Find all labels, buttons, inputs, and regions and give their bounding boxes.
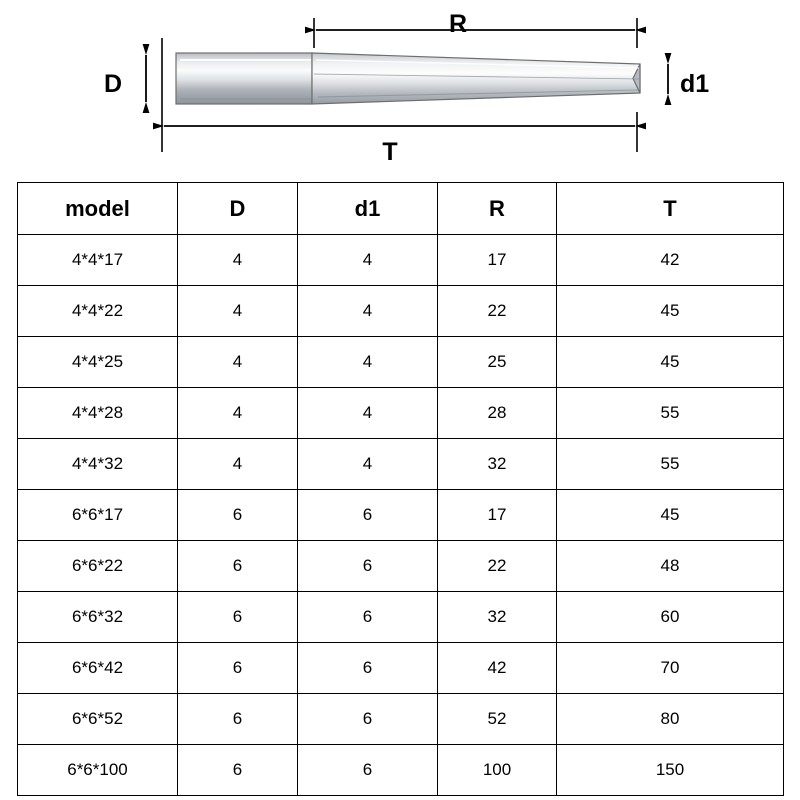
tool-drawing: R T D d1 (0, 0, 800, 178)
table-row: 4*4*32 4 4 32 55 (17, 438, 784, 490)
cell-r: 17 (437, 234, 557, 286)
table-row: 4*4*25 4 4 25 45 (17, 336, 784, 388)
cell-t: 80 (556, 693, 784, 745)
cell-r: 25 (437, 336, 557, 388)
cell-d: 6 (177, 642, 298, 694)
column-header-r: R (437, 182, 557, 235)
cell-d1: 6 (297, 591, 438, 643)
table-row: 4*4*22 4 4 22 45 (17, 285, 784, 337)
table-row: 6*6*17 6 6 17 45 (17, 489, 784, 541)
cell-d: 4 (177, 285, 298, 337)
cell-t: 45 (556, 489, 784, 541)
cell-r: 22 (437, 540, 557, 592)
spec-table-container: model D d1 R T 4*4*17 4 4 17 42 4*4*22 4… (17, 182, 784, 796)
cell-d: 6 (177, 744, 298, 796)
cell-d1: 6 (297, 540, 438, 592)
cell-model: 4*4*25 (17, 336, 178, 388)
cell-d: 4 (177, 438, 298, 490)
cell-t: 55 (556, 438, 784, 490)
cell-t: 45 (556, 285, 784, 337)
cell-d1: 6 (297, 744, 438, 796)
dimension-label-d1: d1 (680, 70, 710, 98)
column-header-d: D (177, 182, 298, 235)
cell-d: 4 (177, 234, 298, 286)
cell-model: 6*6*17 (17, 489, 178, 541)
table-row: 6*6*22 6 6 22 48 (17, 540, 784, 592)
tool-drawing-svg (142, 18, 672, 152)
cell-model: 4*4*28 (17, 387, 178, 439)
column-header-model: model (17, 182, 178, 235)
flute-highlight-bottom (317, 89, 639, 98)
table-row: 4*4*28 4 4 28 55 (17, 387, 784, 439)
cell-d: 6 (177, 489, 298, 541)
cell-d1: 6 (297, 642, 438, 694)
column-header-t: T (556, 182, 784, 235)
tool-shank (175, 52, 313, 105)
cell-d1: 6 (297, 693, 438, 745)
cell-d: 6 (177, 591, 298, 643)
cell-r: 17 (437, 489, 557, 541)
tool-tip (632, 63, 641, 94)
cell-d: 4 (177, 387, 298, 439)
cell-d1: 4 (297, 438, 438, 490)
cell-d: 4 (177, 336, 298, 388)
cell-r: 28 (437, 387, 557, 439)
table-row: 6*6*52 6 6 52 80 (17, 693, 784, 745)
spec-table: model D d1 R T 4*4*17 4 4 17 42 4*4*22 4… (17, 182, 784, 796)
cell-d1: 4 (297, 285, 438, 337)
cell-model: 6*6*100 (17, 744, 178, 796)
cell-d: 6 (177, 540, 298, 592)
flute-centerline (313, 73, 640, 80)
table-row: 6*6*100 6 6 100 150 (17, 744, 784, 796)
flute-highlight-top (315, 59, 640, 69)
cell-r: 32 (437, 438, 557, 490)
cell-d1: 6 (297, 489, 438, 541)
cell-t: 55 (556, 387, 784, 439)
cell-r: 100 (437, 744, 557, 796)
table-row: 4*4*17 4 4 17 42 (17, 234, 784, 286)
cell-model: 4*4*22 (17, 285, 178, 337)
cell-r: 22 (437, 285, 557, 337)
cell-d1: 4 (297, 234, 438, 286)
dimension-label-T: T (382, 138, 398, 166)
cell-t: 150 (556, 744, 784, 796)
cell-model: 4*4*32 (17, 438, 178, 490)
cell-model: 4*4*17 (17, 234, 178, 286)
cell-d1: 4 (297, 336, 438, 388)
cell-d1: 4 (297, 387, 438, 439)
cell-t: 60 (556, 591, 784, 643)
cell-t: 70 (556, 642, 784, 694)
column-header-d1: d1 (297, 182, 438, 235)
cell-model: 6*6*42 (17, 642, 178, 694)
cell-t: 48 (556, 540, 784, 592)
cell-t: 42 (556, 234, 784, 286)
table-row: 6*6*42 6 6 42 70 (17, 642, 784, 694)
cell-r: 52 (437, 693, 557, 745)
cell-d: 6 (177, 693, 298, 745)
cell-model: 6*6*32 (17, 591, 178, 643)
cell-model: 6*6*22 (17, 540, 178, 592)
cell-t: 45 (556, 336, 784, 388)
cell-model: 6*6*52 (17, 693, 178, 745)
table-header-row: model D d1 R T (17, 182, 784, 235)
cell-r: 32 (437, 591, 557, 643)
table-row: 6*6*32 6 6 32 60 (17, 591, 784, 643)
cell-r: 42 (437, 642, 557, 694)
dimension-label-R: R (448, 10, 468, 38)
dimension-label-D: D (104, 70, 123, 98)
